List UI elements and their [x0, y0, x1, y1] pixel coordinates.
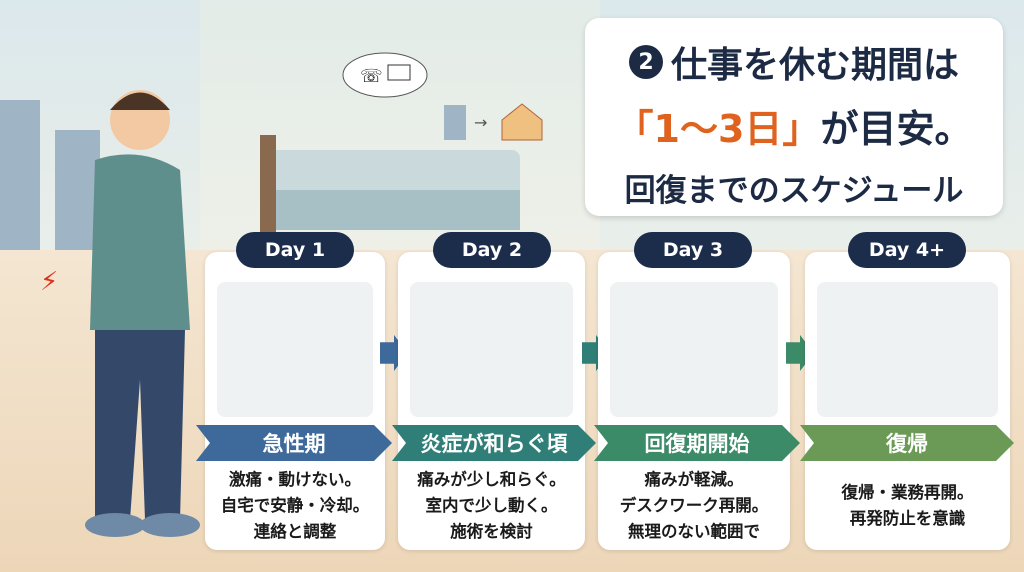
phone-mail-bubble-icon: ☏ — [342, 52, 428, 98]
resting-in-bed-illustration — [217, 282, 373, 417]
stage-description: 痛みが軽減。デスクワーク再開。無理のない範囲で — [598, 466, 790, 546]
stage-label: 回復期開始 — [594, 425, 800, 461]
desc-line: 痛みが軽減。 — [644, 470, 744, 489]
desk-work-illustration — [610, 282, 778, 417]
stage-card-day4 — [805, 252, 1010, 550]
building — [55, 130, 100, 250]
desc-line: 施術を検討 — [450, 522, 533, 541]
day-badge: Day 3 — [634, 232, 752, 268]
office-meeting-illustration — [817, 282, 998, 417]
desc-line: 復帰・業務再開。 — [841, 483, 974, 502]
desc-line: 痛みが少し和らぐ。 — [417, 470, 566, 489]
day-badge: Day 4+ — [848, 232, 966, 268]
stage-description: 痛みが少し和らぐ。室内で少し動く。施術を検討 — [398, 466, 585, 546]
desc-line: 激痛・動けない。 — [229, 470, 361, 489]
man-with-back-pain-illustration: ⚡ — [40, 90, 200, 537]
desc-line: デスクワーク再開。 — [619, 496, 769, 515]
day-badge: Day 2 — [433, 232, 551, 268]
desc-line: 再発防止を意識 — [849, 509, 966, 528]
step-number-badge: 2 — [628, 45, 663, 79]
title-highlight: 「1〜3日」 — [615, 107, 821, 151]
stage-description: 激痛・動けない。自宅で安静・冷却。連絡と調整 — [205, 466, 385, 546]
stage-card-day2 — [398, 252, 585, 550]
svg-text:☏: ☏ — [360, 66, 383, 87]
stage-label: 炎症が和らぐ頃 — [392, 425, 596, 461]
svg-text:⚡: ⚡ — [40, 267, 58, 297]
stage-description: 復帰・業務再開。再発防止を意識 — [805, 466, 1010, 546]
title-line2: が目安。 — [820, 107, 973, 151]
desc-line: 室内で少し動く。 — [425, 496, 558, 515]
day-badge: Day 1 — [236, 232, 354, 268]
desc-line: 無理のない範囲で — [628, 522, 760, 541]
stage-card-day3 — [598, 252, 790, 550]
stage-label: 復帰 — [800, 425, 1014, 461]
title-line1: 仕事を休む期間は — [670, 45, 959, 86]
desc-line: 自宅で安静・冷却。 — [220, 496, 370, 515]
bed-illustration — [260, 135, 520, 235]
office-to-home-icon: → — [444, 103, 543, 141]
building — [0, 100, 40, 250]
stage-card-day1 — [205, 252, 385, 550]
desc-line: 連絡と調整 — [253, 522, 337, 541]
svg-text:→: → — [474, 113, 487, 132]
title-line3: 回復までのスケジュール — [624, 173, 964, 209]
walking-with-cane-illustration — [410, 282, 573, 417]
stage-label: 急性期 — [196, 425, 392, 461]
